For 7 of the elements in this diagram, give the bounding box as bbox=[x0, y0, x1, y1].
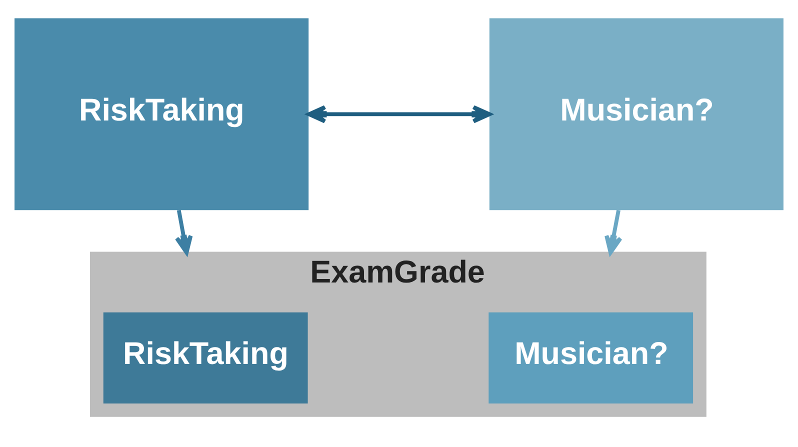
arrow bbox=[604, 210, 622, 255]
arrow bbox=[174, 210, 193, 255]
node-box: Musician? bbox=[488, 312, 694, 404]
node-box: RiskTaking bbox=[103, 312, 308, 404]
arrow bbox=[307, 105, 492, 124]
node-box: Musician? bbox=[489, 18, 784, 210]
node-box: RiskTaking bbox=[14, 18, 309, 210]
